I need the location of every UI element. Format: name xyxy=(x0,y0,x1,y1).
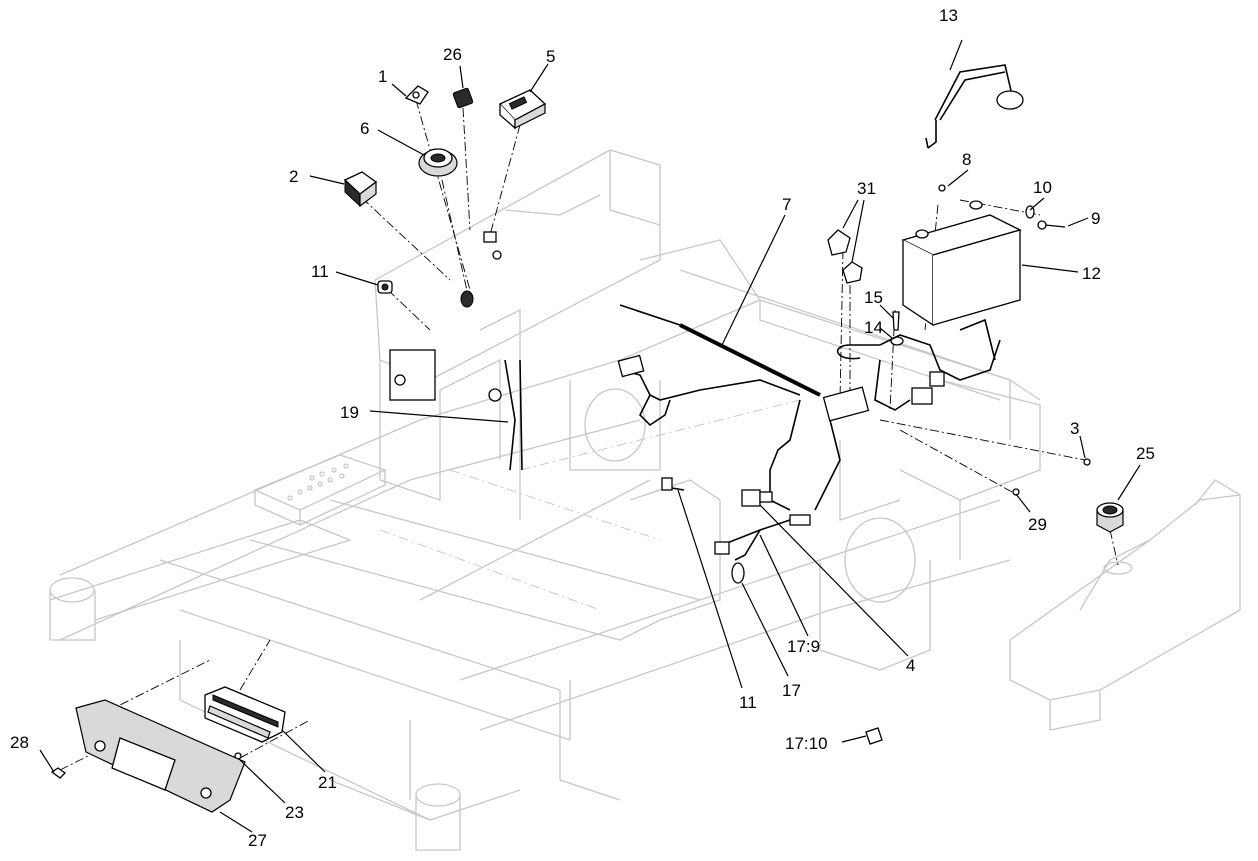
callout-11-lower: 11 xyxy=(739,693,757,712)
callout-labels: 1 26 5 6 2 11 19 7 31 13 8 10 9 12 15 14… xyxy=(10,6,1155,850)
part-11-socket-upper xyxy=(377,280,393,294)
callout-31: 31 xyxy=(857,179,876,198)
callout-6: 6 xyxy=(360,119,369,138)
callout-19: 19 xyxy=(340,403,359,422)
leader-lines xyxy=(39,39,1141,833)
callout-1: 1 xyxy=(378,67,387,86)
callout-29: 29 xyxy=(1028,515,1047,534)
callout-23: 23 xyxy=(285,803,304,822)
battery-terminal-hardware xyxy=(938,184,1066,230)
callout-5: 5 xyxy=(546,47,555,66)
part-31-fuses xyxy=(827,229,863,284)
part-15-14-bolt-washer xyxy=(890,311,904,346)
chassis-frame xyxy=(49,149,1241,851)
callout-8: 8 xyxy=(962,150,971,169)
callout-25: 25 xyxy=(1136,444,1155,463)
part-7-wiring-harness xyxy=(617,304,1001,511)
callout-2: 2 xyxy=(289,167,298,186)
callout-13: 13 xyxy=(939,6,958,25)
callout-21: 21 xyxy=(318,773,337,792)
screws-3-29 xyxy=(1012,458,1091,496)
part-2-rocker-switch xyxy=(343,171,378,208)
callout-4: 4 xyxy=(906,656,915,675)
callout-9: 9 xyxy=(1091,209,1100,228)
part-25-power-outlet xyxy=(1096,502,1124,533)
callout-28: 28 xyxy=(10,733,29,752)
callout-17-10: 17:10 xyxy=(785,734,828,753)
callout-3: 3 xyxy=(1070,419,1079,438)
part-13-hold-down-rod xyxy=(925,64,1024,149)
callout-26: 26 xyxy=(443,45,462,64)
part-28-screw xyxy=(50,767,67,779)
callout-7: 7 xyxy=(782,195,791,214)
callout-17: 17 xyxy=(782,681,801,700)
part-26-switch xyxy=(452,87,474,109)
lower-harness-connectors xyxy=(661,477,811,584)
part-12-battery xyxy=(901,200,1022,327)
callout-27: 27 xyxy=(248,831,267,850)
callout-17-9: 17:9 xyxy=(787,637,820,656)
part-5-hour-meter xyxy=(498,89,547,130)
part-27-bezel xyxy=(75,699,246,813)
callout-12: 12 xyxy=(1082,264,1101,283)
part-19-harness xyxy=(504,359,523,471)
part-1-grommet xyxy=(404,85,429,105)
callout-11-upper: 11 xyxy=(311,262,329,281)
callout-10: 10 xyxy=(1033,178,1052,197)
part-6-ignition-switch xyxy=(418,148,458,177)
part-21-light xyxy=(204,686,286,743)
callout-15: 15 xyxy=(864,288,883,307)
callout-14: 14 xyxy=(864,318,883,337)
part-17-10-fuse xyxy=(865,727,883,745)
tower-mounted-components xyxy=(389,231,502,402)
